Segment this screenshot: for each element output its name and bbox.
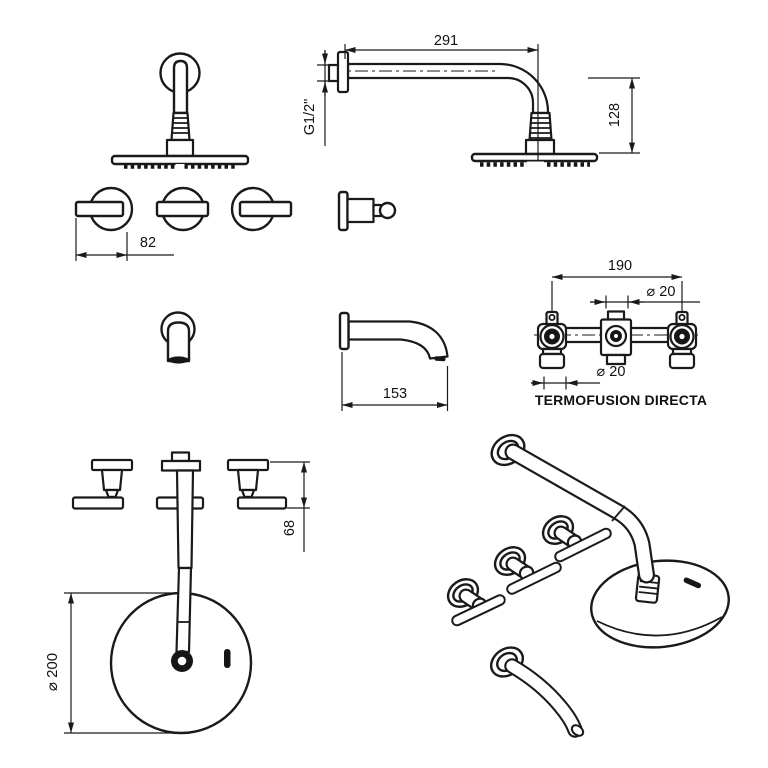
thread-stub [327, 63, 340, 83]
thread-size-label: G1/2" [302, 99, 318, 136]
spout-tube [347, 320, 449, 360]
nozzle-gap [527, 161, 544, 169]
pipe-diameter-bottom-label: ⌀ 20 [597, 364, 626, 380]
dimension-153: 153 [341, 352, 449, 411]
shower-head-front-view [110, 52, 250, 170]
head-rim-line [596, 616, 723, 637]
installation-method-label: TERMOFUSION DIRECTA [535, 392, 707, 408]
handles-front-view: 82 [74, 186, 293, 261]
dim-68-label: 68 [282, 520, 298, 536]
dim-82-label: 82 [140, 235, 156, 251]
connector-ribs [172, 117, 190, 134]
dimension-128: 128 [588, 77, 640, 154]
connector-block [524, 138, 556, 156]
ribbed-connector [170, 111, 191, 142]
handle-left-lever [74, 200, 125, 218]
spout-mouth-3d [570, 724, 585, 737]
pipe-diameter-top-label: ⌀ 20 [647, 284, 676, 300]
dimension-68: 68 [270, 461, 310, 552]
handle-flange [337, 190, 349, 232]
dimension-diameter-200: ⌀ 200 [44, 592, 190, 734]
dim-153-label: 153 [383, 386, 407, 402]
brand-mark [224, 649, 231, 668]
dim-291-label: 291 [434, 33, 458, 49]
wall-flange [336, 50, 350, 94]
dimension-diameter-20-bottom: ⌀ 20 [531, 364, 625, 390]
head-plate [470, 152, 599, 163]
brand-mark-3d [683, 577, 702, 589]
handle-side-view [337, 190, 397, 232]
connector-ribs [529, 117, 552, 139]
shower-head-3d [590, 559, 730, 649]
handle-3-3d [541, 515, 612, 563]
shower-column-top [109, 451, 253, 735]
spout-mouth [168, 356, 189, 364]
dim-190-label: 190 [608, 258, 632, 274]
spout-flange [338, 311, 350, 351]
head-diameter-label: ⌀ 200 [44, 653, 61, 691]
arm-tube [172, 59, 189, 115]
handle-left-top [71, 458, 134, 510]
arm-shaft-lower [175, 566, 193, 654]
top-view: 68 ⌀ 200 [44, 451, 310, 735]
handle-right-lever [238, 200, 293, 218]
arm-tube [346, 62, 550, 115]
valve-center [599, 310, 633, 366]
dimension-291: 291 [344, 33, 539, 160]
handle-center-lever [155, 200, 210, 218]
handle-right-top [226, 458, 288, 510]
tube-joint-line [611, 505, 626, 522]
arm-tube-3d [504, 443, 655, 584]
dim-128-label: 128 [607, 103, 623, 127]
dimension-thread: G1/2" [302, 50, 333, 146]
concealed-body-view: 190 ⌀ 20 ⌀ 20 TERMOFUSION DIRECTA [531, 258, 707, 408]
handle-1-3d [446, 578, 506, 627]
spout-mouth [434, 356, 446, 362]
spout-side-view: 153 [338, 311, 449, 411]
handle-2-3d [493, 546, 562, 595]
shower-arm-side-view: 291 128 G1/2" [302, 33, 640, 169]
valve-left [536, 310, 568, 370]
spout-front-view [160, 311, 196, 364]
dimension-diameter-20-top: ⌀ 20 [590, 284, 700, 309]
handle-body [346, 197, 375, 224]
perspective-view [446, 433, 730, 738]
connector-block [165, 138, 195, 158]
spout-tube [166, 321, 191, 363]
ribbed-connector [528, 111, 553, 142]
dimension-82: 82 [75, 218, 174, 261]
nozzle-gap [175, 164, 185, 170]
arm-shaft-upper [175, 469, 195, 570]
dimension-190: 190 [551, 258, 683, 311]
handle-lever-end [378, 201, 397, 220]
spout-3d [490, 646, 585, 738]
head-plate [110, 154, 250, 166]
valve-right [666, 310, 698, 370]
